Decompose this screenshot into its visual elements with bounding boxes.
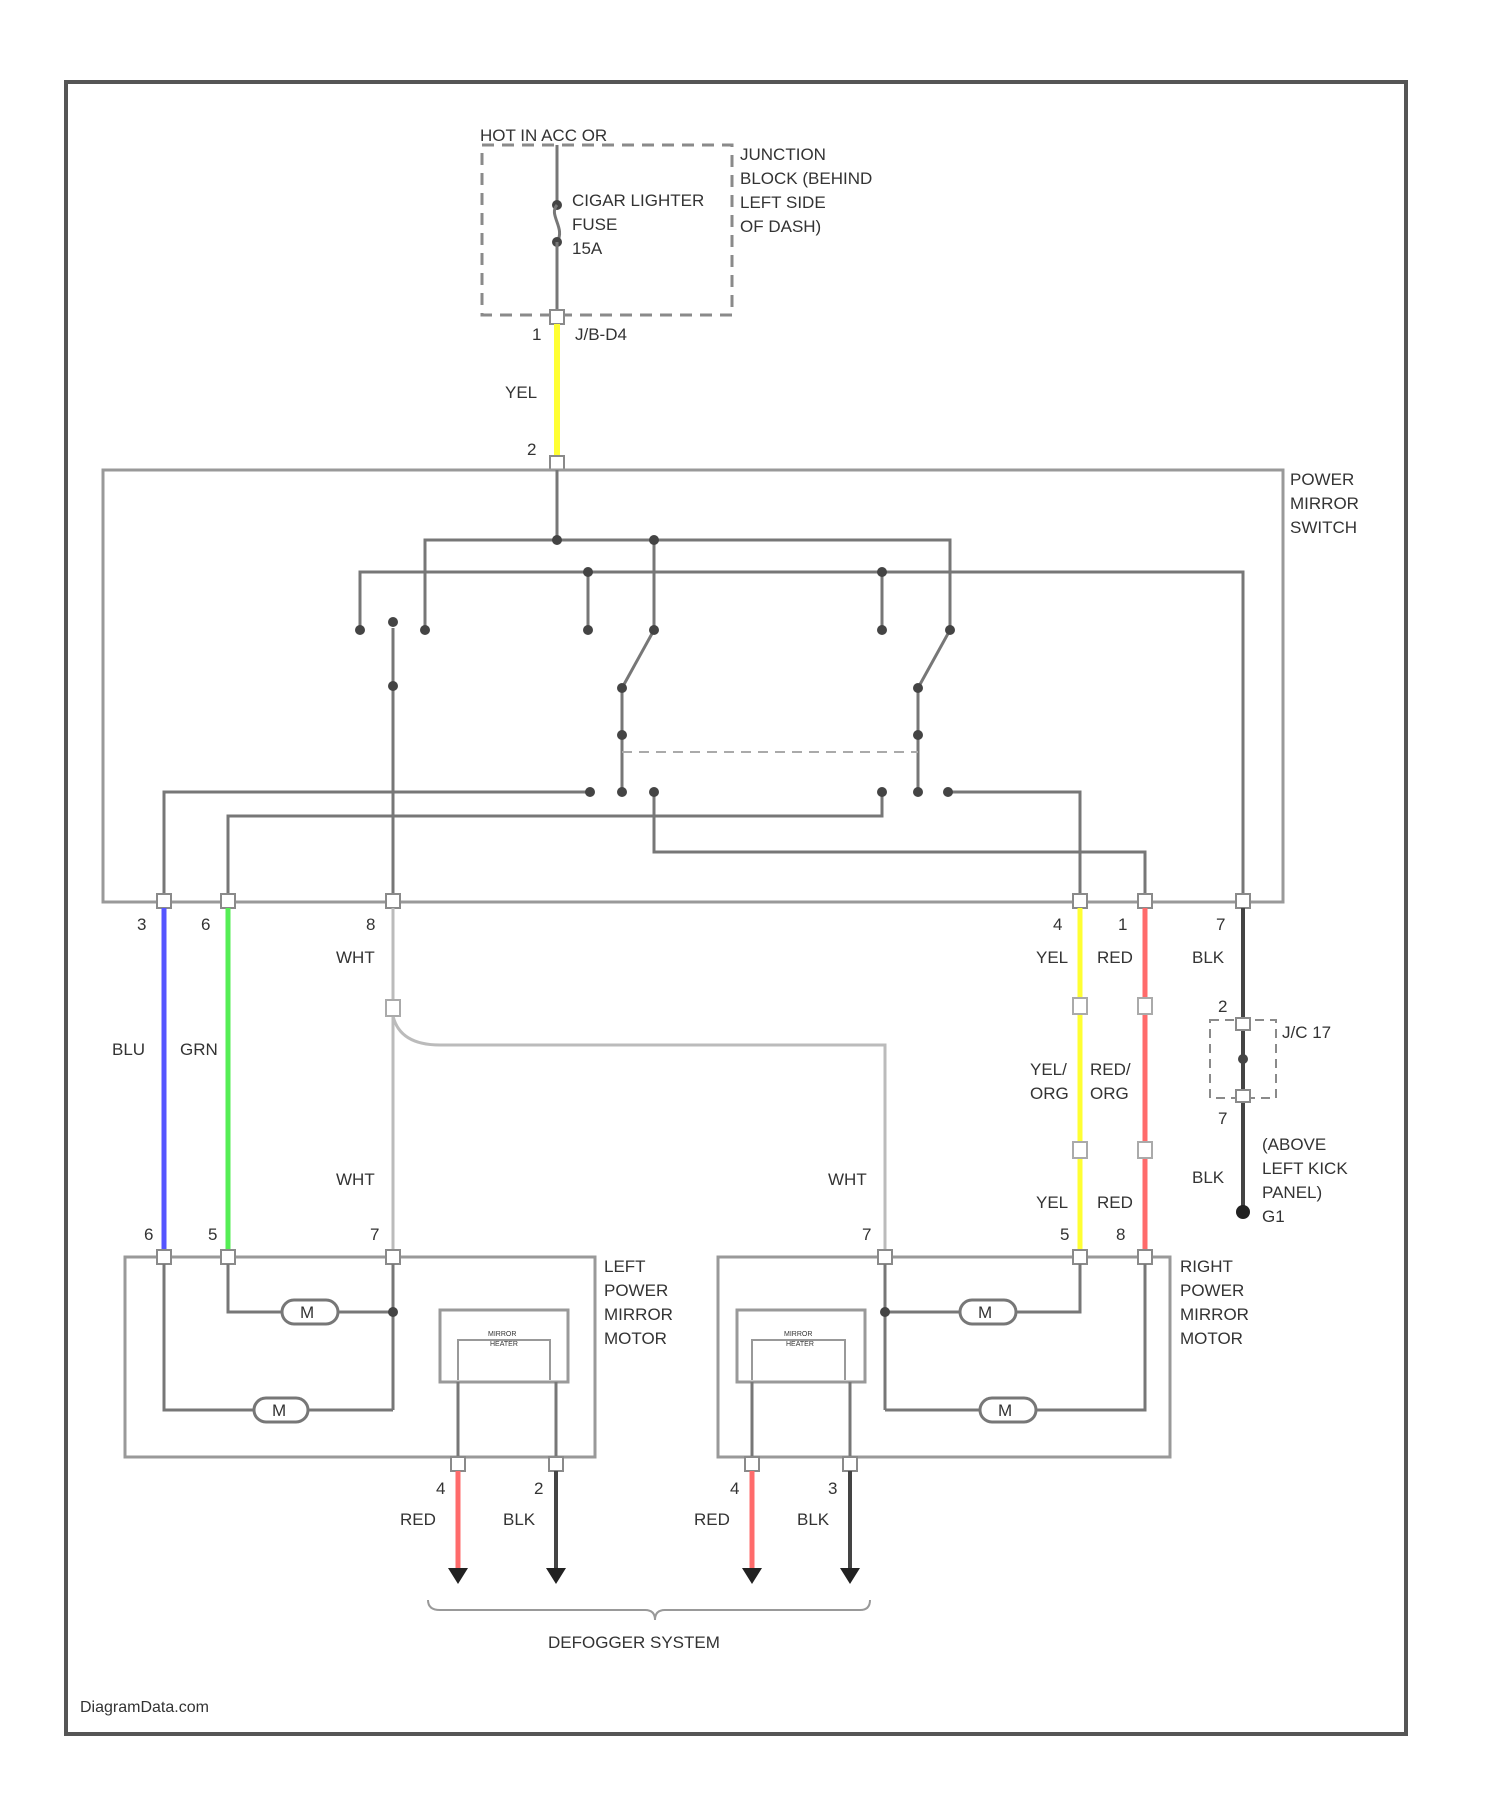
left-mirror-motor-box — [125, 1257, 595, 1457]
left-defog-pin-red: 4 — [436, 1479, 445, 1498]
wire-label-blu: BLU — [112, 1040, 145, 1059]
junction-block-label-2: BLOCK (BEHIND — [740, 169, 872, 188]
switch-pin-3: 3 — [137, 915, 146, 934]
right-motor-title-1: RIGHT — [1180, 1257, 1233, 1276]
left-motor-title-1: LEFT — [604, 1257, 646, 1276]
feed-wire-color-label: YEL — [505, 383, 537, 402]
watermark: DiagramData.com — [80, 1699, 209, 1716]
svg-text:M: M — [300, 1303, 314, 1322]
svg-text:HEATER: HEATER — [786, 1341, 814, 1348]
switch-pin-7: 7 — [1216, 915, 1225, 934]
wire-label-blk-lower: BLK — [1192, 1168, 1225, 1187]
right-motor-pin-b: 5 — [1060, 1225, 1069, 1244]
right-motor-pin-c: 8 — [1116, 1225, 1125, 1244]
fuse-connector-id: J/B-D4 — [575, 325, 627, 344]
switch-pin-8: 8 — [366, 915, 375, 934]
svg-text:HEATER: HEATER — [490, 1341, 518, 1348]
wire-label-blk-upper: BLK — [1192, 948, 1225, 967]
wire-label-wht-right: WHT — [828, 1170, 867, 1189]
ground-location-2: LEFT KICK — [1262, 1159, 1348, 1178]
switch-title-1: POWER — [1290, 470, 1354, 489]
power-mirror-switch-box — [103, 470, 1283, 902]
right-motor-junction-dot — [880, 1307, 890, 1317]
defog-arrow-icons — [448, 1568, 860, 1584]
junction-block-label-3: LEFT SIDE — [740, 193, 826, 212]
right-motor-title-3: MIRROR — [1180, 1305, 1249, 1324]
wire-label-wht-left: WHT — [336, 1170, 375, 1189]
defogger-system-label: DEFOGGER SYSTEM — [548, 1633, 720, 1652]
svg-text:M: M — [978, 1303, 992, 1322]
wire-label-red-upper: RED — [1097, 948, 1133, 967]
left-motor-title-2: POWER — [604, 1281, 668, 1300]
wire-label-yel-org-2: ORG — [1030, 1084, 1069, 1103]
switch-title-2: MIRROR — [1290, 494, 1359, 513]
junction-block-label-4: OF DASH) — [740, 217, 821, 236]
wire-label-yel-upper: YEL — [1036, 948, 1068, 967]
right-motor-title-2: POWER — [1180, 1281, 1244, 1300]
switch-title-3: SWITCH — [1290, 518, 1357, 537]
switch-pin-4: 4 — [1053, 915, 1062, 934]
wire-label-yel-lower: YEL — [1036, 1193, 1068, 1212]
fuse-pin-number: 1 — [532, 325, 541, 344]
right-defog-pin-blk: 3 — [828, 1479, 837, 1498]
wire-label-red-org-2: ORG — [1090, 1084, 1129, 1103]
left-motor-wiring — [164, 1264, 393, 1410]
right-motor-m2-icon: M — [980, 1398, 1036, 1422]
wire-wht — [393, 908, 885, 1250]
fuse-label-1: CIGAR LIGHTER — [572, 191, 704, 210]
wire-label-red-org-1: RED/ — [1090, 1060, 1131, 1079]
ground-location-3: PANEL) — [1262, 1183, 1322, 1202]
left-motor-pin-a: 6 — [144, 1225, 153, 1244]
right-defog-pin-red: 4 — [730, 1479, 739, 1498]
right-motor-pin-a: 7 — [862, 1225, 871, 1244]
switch-pin-6: 6 — [201, 915, 210, 934]
right-motor-m1-icon: M — [960, 1300, 1016, 1324]
wire-label-wht-upper: WHT — [336, 948, 375, 967]
wht-inline-connector — [386, 1000, 400, 1016]
fuse-label-2: FUSE — [572, 215, 617, 234]
left-defog-wire-blk-label: BLK — [503, 1510, 536, 1529]
right-mirror-motor-box — [718, 1257, 1170, 1457]
right-defog-wire-blk-label: BLK — [797, 1510, 830, 1529]
junction-block-label-1: JUNCTION — [740, 145, 826, 164]
left-motor-title-4: MOTOR — [604, 1329, 667, 1348]
defog-bottom-connectors — [451, 1457, 857, 1471]
svg-text:MIRROR: MIRROR — [784, 1331, 812, 1338]
right-motor-title-4: MOTOR — [1180, 1329, 1243, 1348]
cigar-lighter-fuse: CIGAR LIGHTER FUSE 15A — [552, 145, 704, 315]
left-defog-wire-red-label: RED — [400, 1510, 436, 1529]
wire-label-red-lower: RED — [1097, 1193, 1133, 1212]
left-motor-title-3: MIRROR — [604, 1305, 673, 1324]
hot-in-label: HOT IN ACC OR — [480, 126, 607, 145]
ground-id: G1 — [1262, 1207, 1285, 1226]
right-defog-wire-red-label: RED — [694, 1510, 730, 1529]
wire-label-grn: GRN — [180, 1040, 218, 1059]
left-motor-pin-c: 7 — [370, 1225, 379, 1244]
junction-block: HOT IN ACC OR JUNCTION BLOCK (BEHIND LEF… — [480, 126, 872, 315]
ground-pin-top: 2 — [1218, 997, 1227, 1016]
left-motor-m2-icon: M — [254, 1398, 308, 1422]
left-defog-pin-blk: 2 — [534, 1479, 543, 1498]
ground-location-1: (ABOVE — [1262, 1135, 1326, 1154]
switch-pin-1: 1 — [1118, 915, 1127, 934]
svg-text:M: M — [272, 1401, 286, 1420]
wire-label-yel-org-1: YEL/ — [1030, 1060, 1067, 1079]
left-mirror-heater: MIRROR HEATER — [440, 1310, 568, 1462]
defogger-system-bracket — [428, 1600, 870, 1620]
right-motor-wiring — [885, 1264, 1145, 1410]
fuse-label-3: 15A — [572, 239, 603, 258]
svg-text:MIRROR: MIRROR — [488, 1331, 516, 1338]
svg-text:M: M — [998, 1401, 1012, 1420]
switch-internal-wiring — [164, 470, 1243, 900]
ground-pin-bottom: 7 — [1218, 1109, 1227, 1128]
left-motor-m1-icon: M — [282, 1300, 338, 1324]
left-motor-junction-dot — [388, 1307, 398, 1317]
switch-connector-2 — [550, 456, 564, 470]
switch-pin-2: 2 — [527, 440, 536, 459]
ground-connector-id: J/C 17 — [1282, 1023, 1331, 1042]
left-motor-pin-b: 5 — [208, 1225, 217, 1244]
right-mirror-heater: MIRROR HEATER — [737, 1310, 865, 1462]
